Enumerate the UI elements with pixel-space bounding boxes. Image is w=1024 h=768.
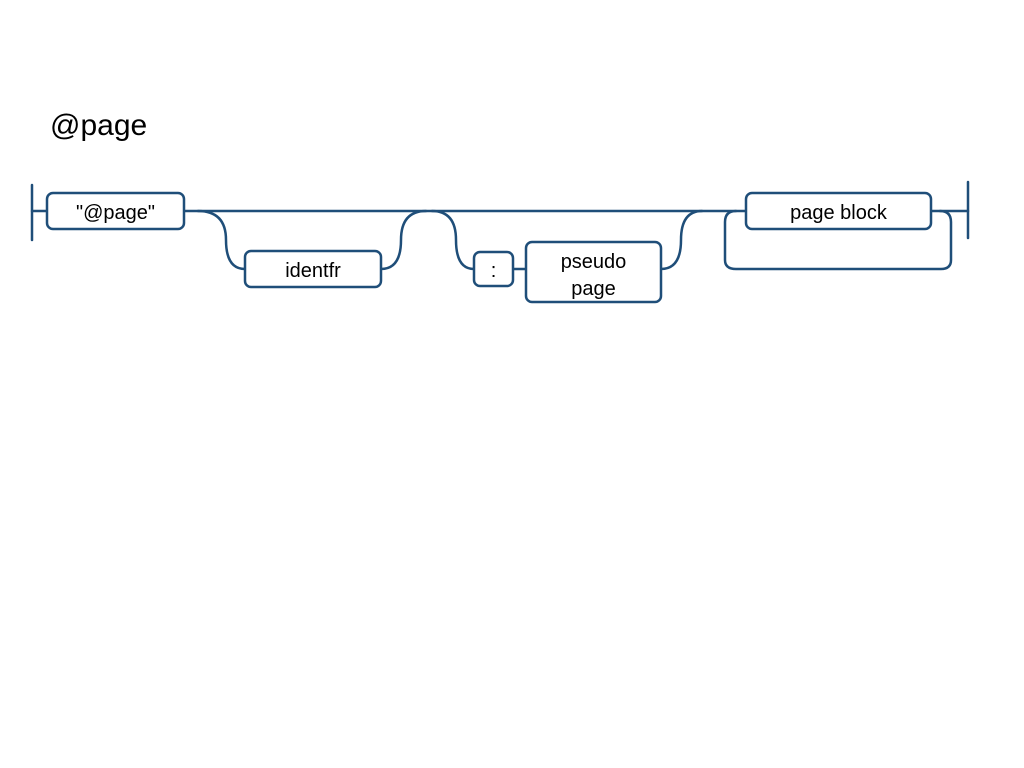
identifier-node: identfr — [243, 249, 383, 289]
identifier-label: identfr — [285, 260, 341, 282]
identifier-branch-in — [196, 209, 247, 271]
diagram-title: @page — [50, 109, 148, 142]
page-block-label: page block — [790, 202, 888, 224]
page-keyword-node: "@page" — [45, 191, 186, 231]
colon-node: : — [472, 250, 515, 288]
pseudo-branch-out — [659, 209, 704, 271]
repeat-loop — [723, 209, 953, 271]
pseudo-page-label-line2: page — [571, 278, 616, 300]
page-block-node: page block — [744, 191, 933, 231]
pseudo-branch-in — [430, 209, 476, 271]
page-keyword-label: "@page" — [76, 202, 155, 224]
pseudo-page-node: pseudo page — [524, 240, 663, 304]
pseudo-page-label-line1: pseudo — [561, 251, 627, 273]
colon-label: : — [491, 260, 497, 282]
identifier-branch-out — [379, 209, 428, 271]
